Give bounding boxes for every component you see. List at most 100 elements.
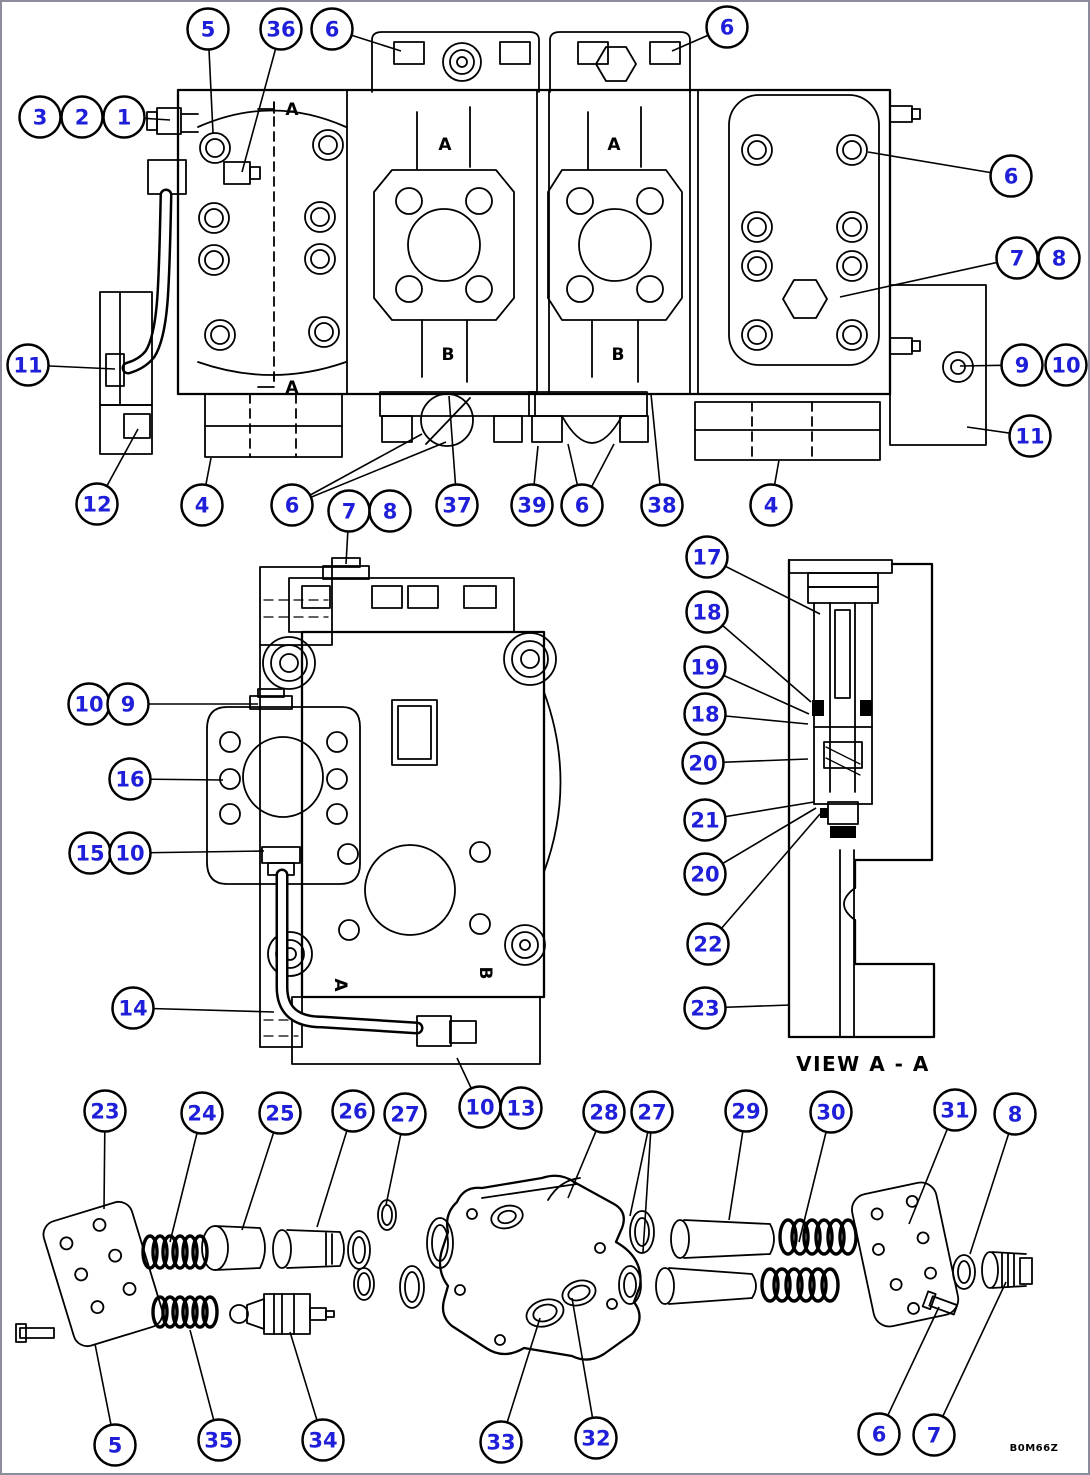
callout-circle[interactable] — [186, 7, 230, 51]
callout-26[interactable]: 26 — [331, 1089, 375, 1133]
callout-circle[interactable] — [258, 1091, 302, 1135]
callout-circle[interactable] — [912, 1413, 956, 1457]
callout-circle[interactable] — [197, 1418, 241, 1462]
callout-circle[interactable] — [83, 1089, 127, 1133]
callout-9[interactable]: 9 — [106, 682, 150, 726]
callout-38[interactable]: 38 — [640, 483, 684, 527]
callout-circle[interactable] — [108, 831, 152, 875]
callout-19[interactable]: 19 — [683, 645, 727, 689]
callout-circle[interactable] — [6, 343, 50, 387]
callout-37[interactable]: 37 — [435, 483, 479, 527]
callout-6[interactable]: 6 — [857, 1412, 901, 1456]
callout-18[interactable]: 18 — [685, 590, 729, 634]
callout-2[interactable]: 2 — [60, 95, 104, 139]
callout-33[interactable]: 33 — [479, 1420, 523, 1464]
callout-circle[interactable] — [681, 741, 725, 785]
callout-circle[interactable] — [1000, 343, 1044, 387]
callout-6[interactable]: 6 — [310, 7, 354, 51]
callout-8[interactable]: 8 — [1037, 236, 1081, 280]
callout-25[interactable]: 25 — [258, 1091, 302, 1135]
callout-17[interactable]: 17 — [685, 535, 729, 579]
callout-22[interactable]: 22 — [686, 922, 730, 966]
callout-16[interactable]: 16 — [108, 757, 152, 801]
callout-circle[interactable] — [479, 1420, 523, 1464]
callout-circle[interactable] — [685, 590, 729, 634]
callout-circle[interactable] — [102, 95, 146, 139]
callout-circle[interactable] — [75, 482, 119, 526]
callout-27[interactable]: 27 — [630, 1090, 674, 1134]
callout-11[interactable]: 11 — [6, 343, 50, 387]
callout-10[interactable]: 10 — [108, 831, 152, 875]
callout-4[interactable]: 4 — [749, 483, 793, 527]
callout-39[interactable]: 39 — [510, 483, 554, 527]
callout-circle[interactable] — [310, 7, 354, 51]
callout-circle[interactable] — [809, 1090, 853, 1134]
callout-30[interactable]: 30 — [809, 1090, 853, 1134]
callout-6[interactable]: 6 — [705, 5, 749, 49]
callout-7[interactable]: 7 — [912, 1413, 956, 1457]
callout-circle[interactable] — [686, 922, 730, 966]
callout-circle[interactable] — [180, 483, 224, 527]
callout-circle[interactable] — [630, 1090, 674, 1134]
callout-circle[interactable] — [1037, 236, 1081, 280]
callout-circle[interactable] — [683, 692, 727, 736]
callout-circle[interactable] — [989, 154, 1033, 198]
callout-23[interactable]: 23 — [683, 986, 727, 1030]
callout-circle[interactable] — [683, 852, 727, 896]
callout-28[interactable]: 28 — [582, 1090, 626, 1134]
callout-circle[interactable] — [108, 757, 152, 801]
callout-circle[interactable] — [111, 986, 155, 1030]
callout-circle[interactable] — [368, 489, 412, 533]
callout-circle[interactable] — [749, 483, 793, 527]
callout-7[interactable]: 7 — [995, 236, 1039, 280]
callout-circle[interactable] — [270, 483, 314, 527]
callout-circle[interactable] — [499, 1086, 543, 1130]
callout-31[interactable]: 31 — [933, 1088, 977, 1132]
callout-circle[interactable] — [331, 1089, 375, 1133]
callout-10[interactable]: 10 — [458, 1085, 502, 1129]
callout-29[interactable]: 29 — [724, 1089, 768, 1133]
callout-circle[interactable] — [510, 483, 554, 527]
callout-circle[interactable] — [683, 645, 727, 689]
callout-circle[interactable] — [640, 483, 684, 527]
callout-circle[interactable] — [1044, 343, 1088, 387]
callout-circle[interactable] — [933, 1088, 977, 1132]
callout-20[interactable]: 20 — [683, 852, 727, 896]
callout-6[interactable]: 6 — [989, 154, 1033, 198]
callout-circle[interactable] — [259, 7, 303, 51]
callout-11[interactable]: 11 — [1008, 414, 1052, 458]
callout-5[interactable]: 5 — [93, 1423, 137, 1467]
callout-circle[interactable] — [106, 682, 150, 726]
callout-35[interactable]: 35 — [197, 1418, 241, 1462]
callout-circle[interactable] — [435, 483, 479, 527]
callout-27[interactable]: 27 — [383, 1092, 427, 1136]
callout-circle[interactable] — [1008, 414, 1052, 458]
callout-circle[interactable] — [93, 1423, 137, 1467]
callout-20[interactable]: 20 — [681, 741, 725, 785]
callout-8[interactable]: 8 — [993, 1092, 1037, 1136]
callout-18[interactable]: 18 — [683, 692, 727, 736]
callout-circle[interactable] — [582, 1090, 626, 1134]
callout-21[interactable]: 21 — [683, 798, 727, 842]
callout-circle[interactable] — [683, 986, 727, 1030]
callout-circle[interactable] — [574, 1416, 618, 1460]
callout-circle[interactable] — [857, 1412, 901, 1456]
callout-36[interactable]: 36 — [259, 7, 303, 51]
callout-32[interactable]: 32 — [574, 1416, 618, 1460]
callout-circle[interactable] — [685, 535, 729, 579]
callout-14[interactable]: 14 — [111, 986, 155, 1030]
callout-circle[interactable] — [705, 5, 749, 49]
callout-7[interactable]: 7 — [327, 489, 371, 533]
callout-3[interactable]: 3 — [18, 95, 62, 139]
callout-1[interactable]: 1 — [102, 95, 146, 139]
callout-8[interactable]: 8 — [368, 489, 412, 533]
callout-6[interactable]: 6 — [560, 483, 604, 527]
callout-circle[interactable] — [180, 1091, 224, 1135]
callout-12[interactable]: 12 — [75, 482, 119, 526]
callout-circle[interactable] — [683, 798, 727, 842]
callout-34[interactable]: 34 — [301, 1418, 345, 1462]
callout-13[interactable]: 13 — [499, 1086, 543, 1130]
callout-circle[interactable] — [560, 483, 604, 527]
callout-6[interactable]: 6 — [270, 483, 314, 527]
callout-circle[interactable] — [993, 1092, 1037, 1136]
